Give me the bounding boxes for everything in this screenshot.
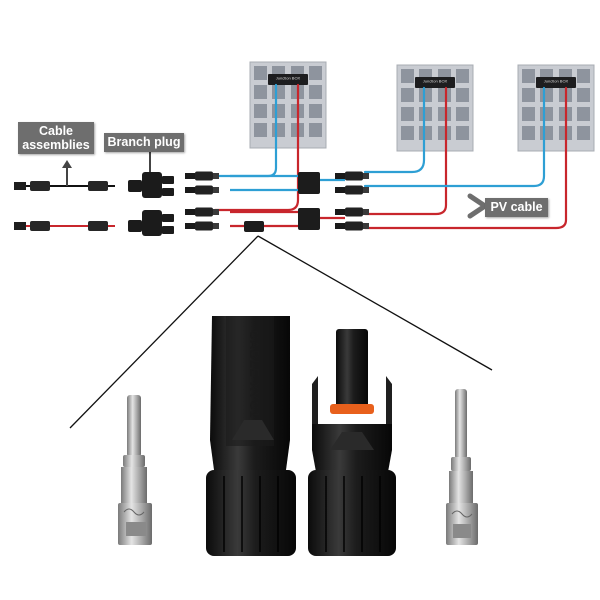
metal-contact-pin-icon: [446, 389, 478, 545]
connector-stamp: CABLE-XYC1: [247, 330, 262, 418]
mc4-connector-icon: [244, 221, 264, 232]
junction-box-label: Junction BOX: [276, 76, 301, 81]
solar-panel-1: Junction BOX: [249, 61, 327, 149]
panel-leads: [213, 83, 568, 230]
solar-panel-3: Junction BOX: [517, 64, 595, 152]
mc4-connector-icon: [335, 185, 369, 195]
pv-cable-pointer: [467, 193, 488, 219]
branch-connector-icon: [298, 172, 320, 194]
zoom-callout-lines: [69, 235, 493, 429]
string-connectors: [185, 171, 369, 232]
female-mc4-connector: CABLE-XYC1: [206, 316, 296, 556]
cable-assemblies-label: Cable assemblies: [18, 122, 94, 154]
mc4-connector-icon: [185, 185, 219, 195]
pv-cable-label: PV cable: [485, 198, 548, 217]
mc4-connector-icon: [335, 221, 369, 231]
branch-connector-icon: [298, 208, 320, 230]
mc4-connector-icon: [185, 207, 219, 217]
mc4-connector-icon: [335, 207, 369, 217]
mc4-connector-icon: CABLE-XYC1: [206, 316, 296, 556]
legend-examples: [14, 152, 174, 236]
solar-panel-2: Junction BOX: [396, 64, 474, 152]
mc4-connector-icon: [185, 221, 219, 231]
male-contact-pin: [446, 389, 478, 545]
branch-plug-label: Branch plug: [104, 133, 184, 152]
junction-box-label: Junction BOX: [423, 79, 448, 84]
metal-contact-pin-icon: [118, 395, 152, 545]
pv-cable-bus: [230, 174, 345, 228]
female-contact-pin: [118, 395, 152, 545]
mc4-connector-icon: [185, 171, 219, 181]
mc4-connector-icon: [308, 329, 396, 556]
male-mc4-connector: [308, 329, 396, 556]
junction-box-label: Junction BOX: [544, 79, 569, 84]
